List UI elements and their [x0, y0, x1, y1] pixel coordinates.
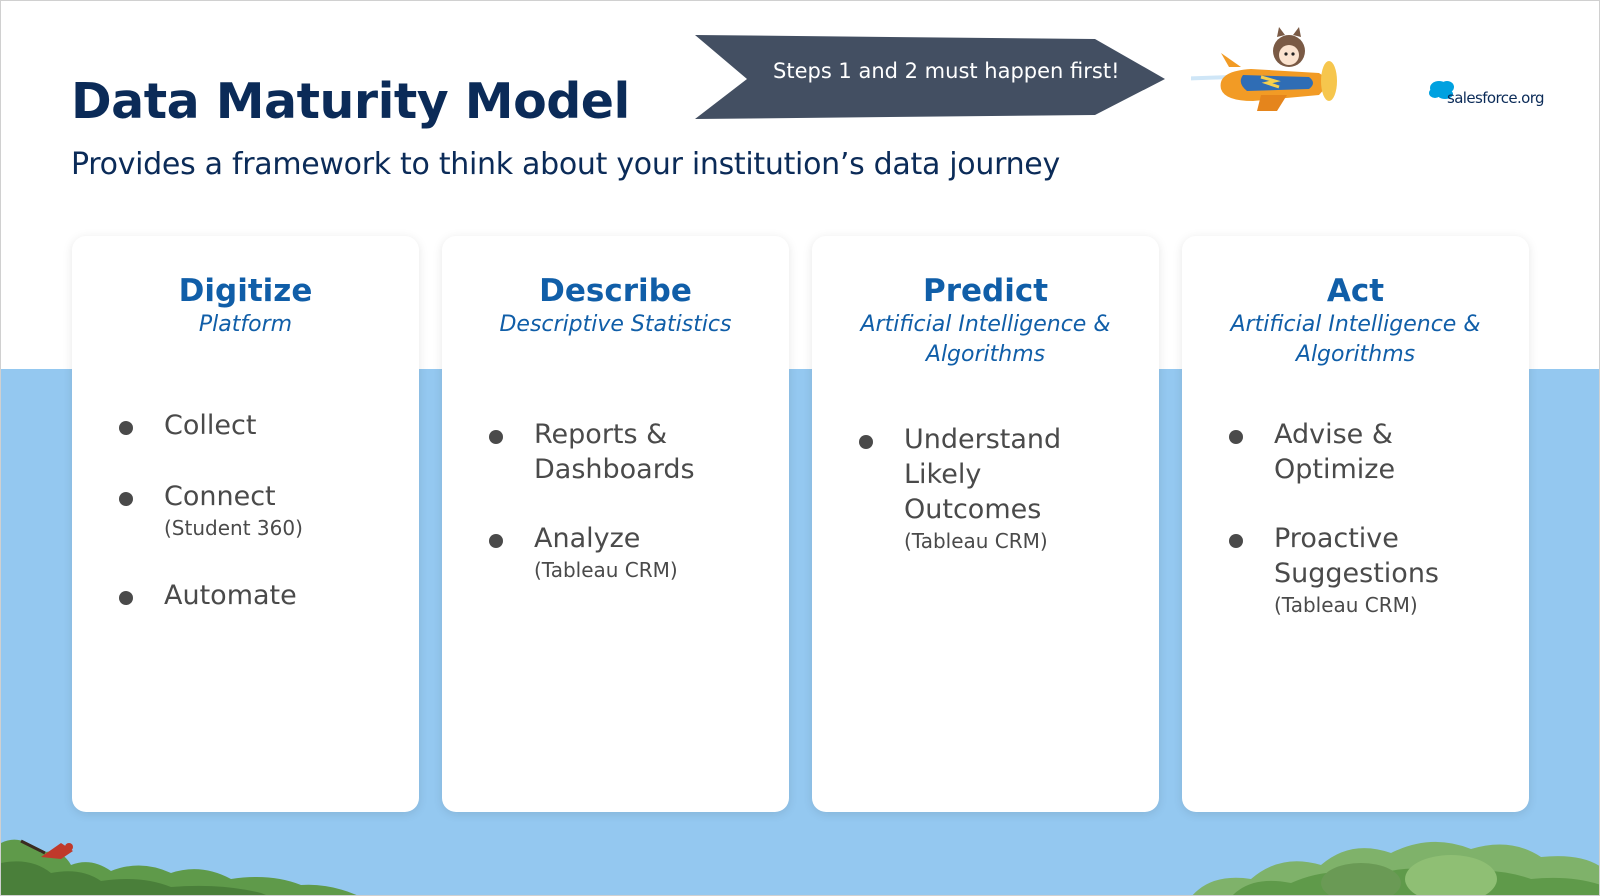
bullet-dot-icon	[1229, 430, 1243, 444]
banner-ribbon	[695, 35, 1165, 119]
card-title: Describe	[539, 273, 692, 309]
list-item: Proactive Suggestions (Tableau CRM)	[1182, 521, 1529, 619]
card-title: Act	[1326, 273, 1385, 309]
bullet-label: Collect	[164, 410, 257, 441]
bullet-dot-icon	[119, 591, 133, 605]
bullet-label: Analyze	[534, 523, 641, 554]
bullet-label: Proactive Suggestions	[1274, 523, 1439, 589]
astro-airplane-icon	[1191, 27, 1337, 111]
banner-text: Steps 1 and 2 must happen first!	[773, 59, 1120, 83]
bullet-label: Advise & Optimize	[1274, 419, 1396, 485]
list-item: Automate	[72, 578, 419, 613]
bush-illustration	[1192, 841, 1599, 895]
card-subtitle: Artificial Intelligence & Algorithms	[860, 312, 1111, 367]
list-item: Collect	[72, 408, 419, 443]
card-predict: Predict Artificial Intelligence & Algori…	[812, 236, 1159, 812]
bush-illustration	[1, 839, 357, 895]
card-subtitle: Platform	[198, 312, 293, 337]
bullet-label: Understand Likely Outcomes	[904, 424, 1062, 525]
bullet-label: Reports & Dashboards	[534, 419, 695, 485]
bullet-dot-icon	[1229, 534, 1243, 548]
slide-title: Data Maturity Model	[71, 73, 630, 130]
card-digitize: Digitize Platform Collect Connect (Stude…	[72, 236, 419, 812]
card-subtitle: Artificial Intelligence & Algorithms	[1230, 312, 1481, 367]
bullet-note: (Tableau CRM)	[534, 558, 678, 582]
card-act: Act Artificial Intelligence & Algorithms…	[1182, 236, 1529, 812]
salesforce-cloud-icon	[1429, 81, 1454, 99]
card-describe: Describe Descriptive Statistics Reports …	[442, 236, 789, 812]
bullet-dot-icon	[119, 492, 133, 506]
card-subtitle: Descriptive Statistics	[499, 312, 732, 337]
bullet-note: (Student 360)	[164, 516, 303, 540]
bullet-dot-icon	[859, 435, 873, 449]
bullet-note: (Tableau CRM)	[1274, 593, 1418, 617]
list-item: Understand Likely Outcomes (Tableau CRM)	[812, 422, 1159, 555]
card-title: Predict	[922, 273, 1049, 309]
list-item: Reports & Dashboards	[442, 417, 789, 487]
list-item: Advise & Optimize	[1182, 417, 1529, 487]
bullet-dot-icon	[489, 534, 503, 548]
bullet-dot-icon	[119, 421, 133, 435]
salesforce-logo-text: salesforce.org	[1447, 89, 1545, 107]
bullet-label: Automate	[164, 580, 297, 611]
slide-subtitle: Provides a framework to think about your…	[71, 147, 1060, 182]
list-item: Analyze (Tableau CRM)	[442, 521, 789, 584]
bullet-label: Connect	[164, 481, 276, 512]
bullet-dot-icon	[489, 430, 503, 444]
list-item: Connect (Student 360)	[72, 479, 419, 542]
card-title: Digitize	[178, 273, 313, 309]
bullet-note: (Tableau CRM)	[904, 529, 1048, 553]
